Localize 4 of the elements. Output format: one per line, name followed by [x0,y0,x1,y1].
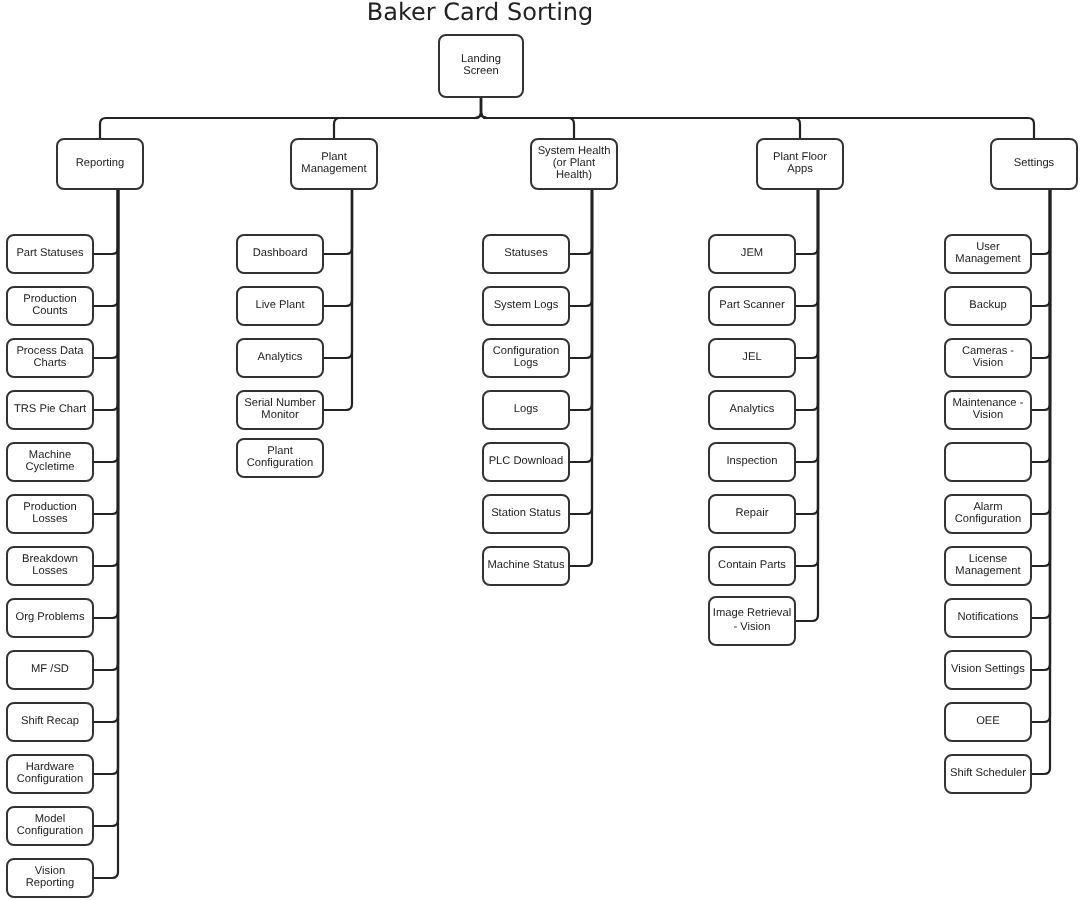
page-box [944,442,1032,482]
connector-line [324,190,354,412]
connector-line [479,98,1036,138]
diagram-title: Baker Card Sorting [364,0,596,26]
